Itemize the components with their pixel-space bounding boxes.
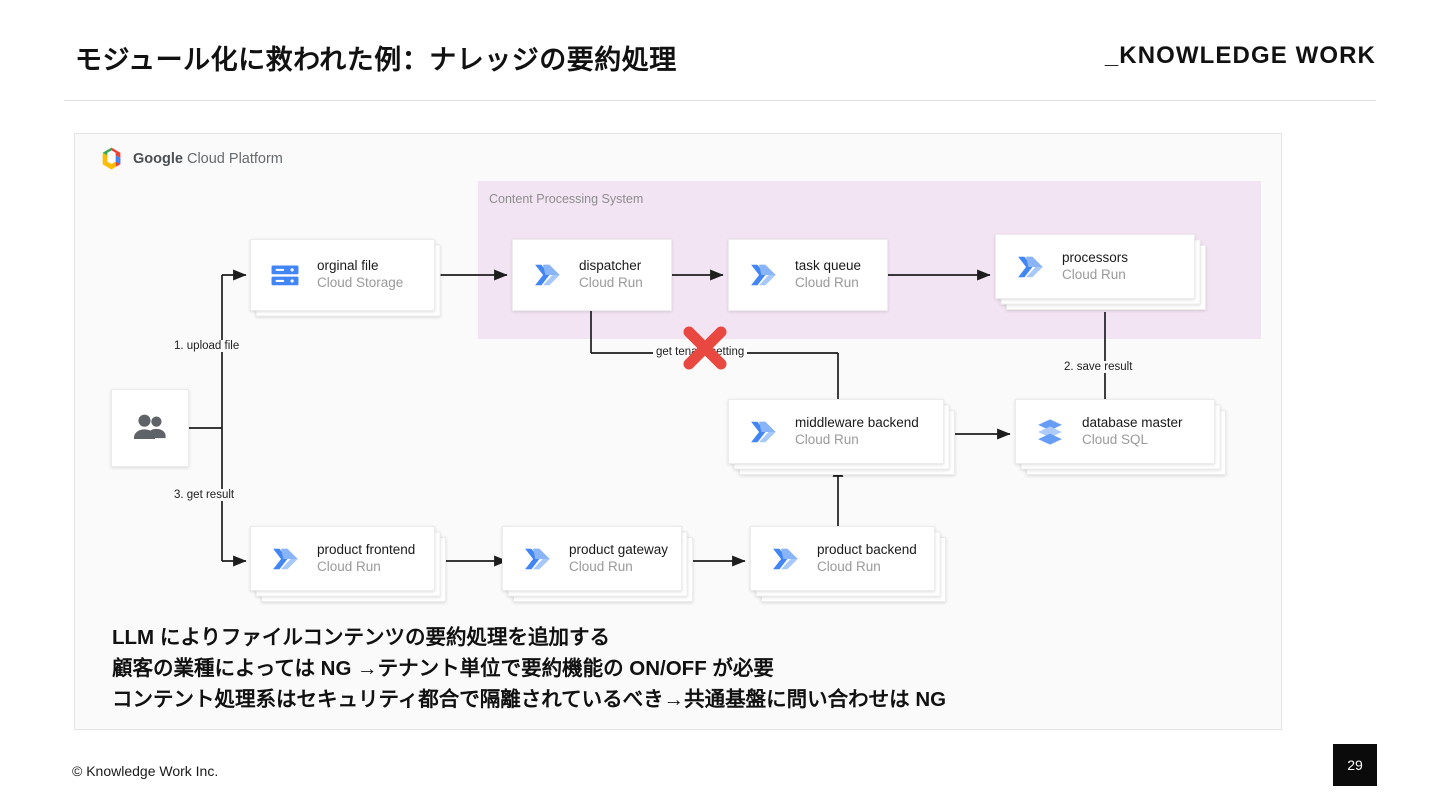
cloud-run-icon bbox=[751, 264, 776, 286]
summary-text-block: LLM によりファイルコンテンツの要約処理を追加する 顧客の業種によっては NG… bbox=[112, 622, 946, 715]
gcp-branding: Google Cloud Platform bbox=[99, 146, 283, 171]
node-subtitle: Cloud Run bbox=[795, 275, 859, 290]
red-cross-blocked-icon bbox=[683, 326, 727, 370]
node-processors-text: processors Cloud Run bbox=[1062, 250, 1128, 284]
node-title: orginal file bbox=[317, 258, 379, 274]
node-original-file-card: orginal file Cloud Storage bbox=[250, 239, 435, 311]
node-title: dispatcher bbox=[579, 258, 642, 274]
cloud-run-icon bbox=[535, 264, 560, 286]
summary-line-2: 顧客の業種によっては NG →テナント単位で要約機能の ON/OFF が必要 bbox=[112, 657, 774, 681]
node-database-master[interactable]: database master Cloud SQL bbox=[1015, 399, 1226, 475]
page-number-badge: 29 bbox=[1333, 744, 1377, 786]
node-subtitle: Cloud Storage bbox=[317, 275, 404, 290]
node-title: database master bbox=[1082, 414, 1183, 430]
node-middleware-backend-text: middleware backend Cloud Run bbox=[795, 415, 919, 449]
node-original-file[interactable]: orginal file Cloud Storage bbox=[250, 239, 441, 317]
node-dispatcher-text: dispatcher Cloud Run bbox=[579, 258, 643, 292]
node-processors[interactable]: processors Cloud Run bbox=[995, 234, 1206, 310]
content-processing-system-label: Content Processing System bbox=[489, 192, 644, 206]
node-users-card bbox=[111, 389, 189, 467]
node-database-master-text: database master Cloud SQL bbox=[1082, 415, 1183, 449]
gcp-platform-text: Cloud Platform bbox=[182, 150, 283, 167]
node-title: processors bbox=[1062, 249, 1129, 265]
node-middleware-backend-card: middleware backend Cloud Run bbox=[728, 399, 944, 464]
node-task-queue-card: task queue Cloud Run bbox=[728, 239, 888, 311]
node-title: product backend bbox=[817, 541, 917, 557]
node-product-frontend-card: product frontend Cloud Run bbox=[250, 526, 435, 591]
node-product-frontend-text: product frontend Cloud Run bbox=[317, 542, 415, 576]
footer-copyright: © Knowledge Work Inc. bbox=[72, 763, 219, 779]
node-product-backend[interactable]: product backend Cloud Run bbox=[750, 526, 946, 602]
node-dispatcher-card: dispatcher Cloud Run bbox=[512, 239, 672, 311]
summary-line-1: LLM によりファイルコンテンツの要約処理を追加する bbox=[112, 626, 610, 649]
node-title: product frontend bbox=[317, 541, 416, 557]
node-product-gateway-card: product gateway Cloud Run bbox=[502, 526, 682, 591]
node-subtitle: Cloud Run bbox=[817, 558, 881, 574]
node-product-gateway[interactable]: product gateway Cloud Run bbox=[502, 526, 693, 602]
node-database-master-card: database master Cloud SQL bbox=[1015, 399, 1215, 464]
architecture-diagram-panel: Google Cloud Platform Content Processing… bbox=[74, 133, 1282, 730]
node-title: middleware backend bbox=[795, 414, 919, 430]
node-title: product gateway bbox=[569, 541, 669, 557]
node-subtitle: Cloud Run bbox=[1062, 266, 1126, 282]
node-subtitle: Cloud Run bbox=[317, 558, 381, 574]
gcp-label: Google Cloud Platform bbox=[133, 151, 283, 167]
node-product-frontend[interactable]: product frontend Cloud Run bbox=[250, 526, 446, 602]
cloud-storage-icon bbox=[271, 265, 299, 286]
node-users[interactable] bbox=[111, 389, 189, 467]
node-task-queue[interactable]: task queue Cloud Run bbox=[728, 239, 888, 311]
users-icon bbox=[133, 414, 166, 439]
edge-label-save-result: 2. save result bbox=[1061, 361, 1136, 373]
edge-label-get-result: 3. get result bbox=[171, 489, 238, 501]
cloud-run-icon bbox=[1018, 256, 1043, 277]
page-title: モジュール化に救われた例：ナレッジの要約処理 bbox=[75, 45, 677, 75]
gcp-brand-text: Google bbox=[133, 150, 183, 167]
slide-header: モジュール化に救われた例：ナレッジの要約処理 _KNOWLEDGE WORK bbox=[0, 0, 1440, 102]
node-processors-card: processors Cloud Run bbox=[995, 234, 1195, 299]
cloud-sql-icon bbox=[1038, 418, 1062, 445]
cloud-run-icon bbox=[751, 421, 776, 442]
node-middleware-backend[interactable]: middleware backend Cloud Run bbox=[728, 399, 955, 475]
google-cloud-platform-hexagon-icon bbox=[102, 147, 121, 170]
brand-logo: _KNOWLEDGE WORK bbox=[1104, 42, 1376, 69]
cloud-run-icon bbox=[525, 548, 550, 569]
node-task-queue-text: task queue Cloud Run bbox=[795, 258, 861, 292]
edge-label-upload-file: 1. upload file bbox=[171, 340, 243, 352]
node-product-gateway-text: product gateway Cloud Run bbox=[569, 542, 668, 576]
cloud-run-icon bbox=[273, 548, 298, 569]
node-product-backend-card: product backend Cloud Run bbox=[750, 526, 935, 591]
node-subtitle: Cloud SQL bbox=[1082, 431, 1149, 447]
node-dispatcher[interactable]: dispatcher Cloud Run bbox=[512, 239, 672, 311]
header-divider bbox=[64, 100, 1376, 101]
summary-line-3: コンテント処理系はセキュリティ都合で隔離されているべき→共通基盤に問い合わせは … bbox=[112, 688, 947, 712]
node-product-backend-text: product backend Cloud Run bbox=[817, 542, 917, 576]
node-original-file-text: orginal file Cloud Storage bbox=[317, 258, 403, 292]
cloud-run-icon bbox=[773, 548, 798, 569]
node-title: task queue bbox=[795, 258, 862, 274]
node-subtitle: Cloud Run bbox=[795, 431, 859, 447]
node-subtitle: Cloud Run bbox=[569, 558, 633, 574]
node-subtitle: Cloud Run bbox=[579, 275, 643, 290]
